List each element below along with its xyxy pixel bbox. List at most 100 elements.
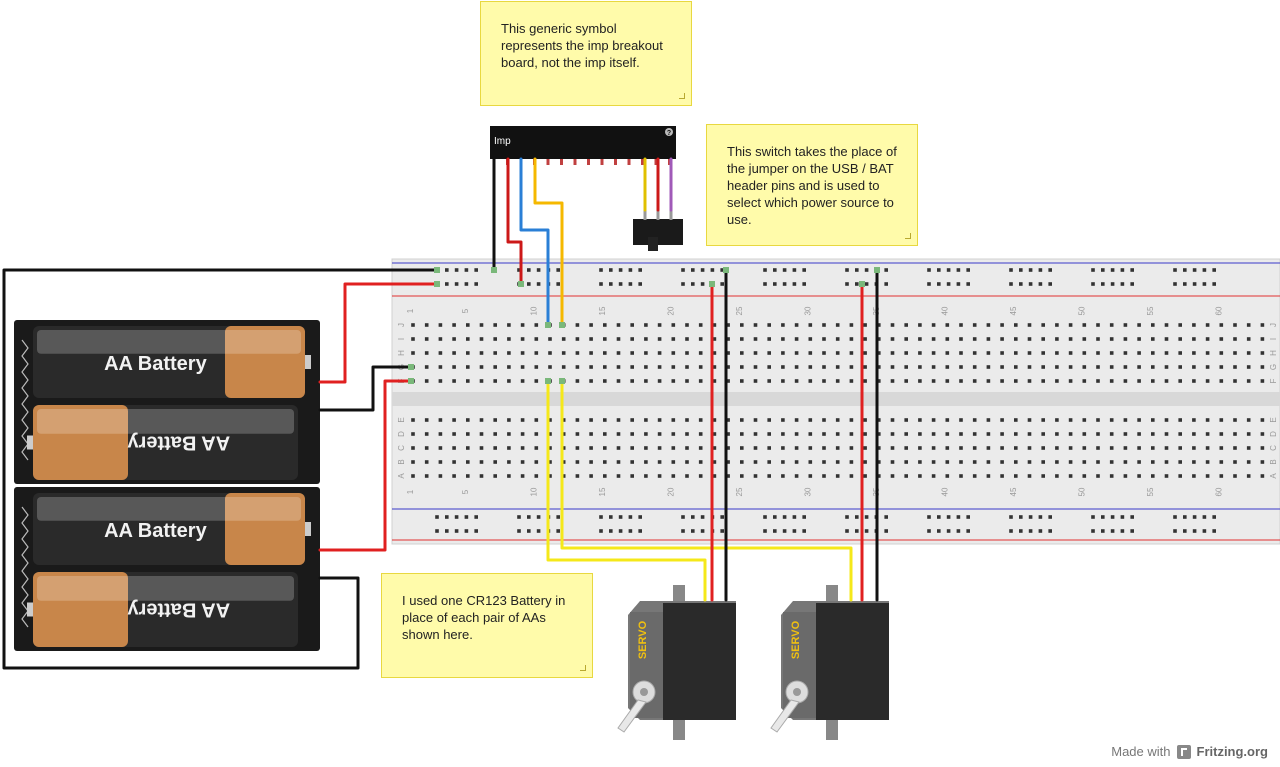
grid-hole [1014,337,1018,341]
rail-hole [855,282,859,286]
grid-hole [644,474,648,478]
rail-hole [1202,515,1207,519]
grid-hole [822,365,826,369]
grid-hole [657,351,662,355]
rail-hole [700,515,705,519]
grid-hole [918,323,922,327]
grid-hole [835,474,840,478]
grid-hole [1205,432,1210,436]
rail-hole [454,282,459,286]
grid-hole [794,379,799,383]
grid-hole [1055,379,1059,383]
grid-hole [1192,460,1196,464]
rail-hole [536,282,541,286]
fritzing-credit: Made with Fritzing.org [1111,744,1268,759]
grid-hole [698,446,703,450]
servo: SERVO [770,585,889,740]
grid-hole [520,323,525,327]
grid-hole [1123,379,1128,383]
rail-hole [1101,529,1105,533]
rail-hole [527,282,531,286]
grid-hole [1246,446,1251,450]
grid-hole [698,365,703,369]
grid-hole [1014,460,1018,464]
grid-hole [1164,460,1169,464]
grid-hole [479,379,484,383]
wire-red-imp [506,157,523,286]
rail-hole [864,515,869,519]
grid-hole [698,337,703,341]
grid-hole [1260,474,1265,478]
grid-hole [767,460,771,464]
grid-hole [1164,351,1169,355]
grid-hole [794,351,799,355]
grid-hole [493,446,497,450]
grid-hole [411,337,415,341]
grid-hole [411,323,415,327]
grid-hole [1178,474,1182,478]
grid-hole [575,432,580,436]
grid-hole [1151,365,1155,369]
rail-hole [946,515,951,519]
rail-hole [464,282,469,286]
rail-hole [927,268,931,272]
grid-hole [959,323,963,327]
servo-tab-top [673,585,685,603]
grid-hole [1151,351,1155,355]
grid-hole [438,418,443,422]
rail-hole [527,529,531,533]
grid-hole [835,460,840,464]
grid-hole [520,418,525,422]
battery-copper-top [33,572,128,647]
rail-hole [956,515,961,519]
rail-hole [609,268,613,272]
grid-hole [822,460,826,464]
rail-hole [720,529,724,533]
servo-case [663,603,736,720]
rail-hole [691,515,695,519]
breadboard-center-channel [392,392,1280,406]
grid-hole [452,323,456,327]
note-imp-symbol: This generic symbol represents the imp b… [480,1,692,106]
grid-hole [877,446,881,450]
wire-yellow-servo2-signal [560,379,853,602]
grid-hole [753,379,758,383]
grid-hole [904,418,908,422]
rail-hole [1009,515,1013,519]
grid-hole [1233,418,1237,422]
rail-hole [609,515,613,519]
grid-hole [1014,474,1018,478]
grid-hole [712,379,717,383]
battery-terminal [305,355,311,369]
rail-hole [464,515,469,519]
grid-hole [877,474,881,478]
grid-hole [520,365,525,369]
grid-hole [1192,418,1196,422]
row-letter: H [1269,350,1278,356]
grid-hole [849,432,854,436]
grid-hole [1068,323,1073,327]
grid-hole [1123,460,1128,464]
wire-end [545,378,551,384]
rail-hole [1101,268,1105,272]
grid-hole [890,337,895,341]
grid-hole [561,351,566,355]
grid-hole [1096,323,1100,327]
grid-hole [561,460,566,464]
rail-hole [773,529,777,533]
grid-hole [561,432,566,436]
grid-hole [740,337,744,341]
rail-hole [1110,515,1115,519]
grid-hole [781,418,785,422]
rail-hole [1130,282,1134,286]
rail-hole [1048,282,1052,286]
rail-hole [474,282,478,286]
grid-hole [1164,337,1169,341]
grid-hole [1055,432,1059,436]
battery-spring [21,506,29,628]
grid-hole [671,460,676,464]
rail-hole [845,268,849,272]
grid-hole [520,474,525,478]
wire-yellow-servo1-signal [546,379,707,602]
column-number: 30 [803,487,812,496]
